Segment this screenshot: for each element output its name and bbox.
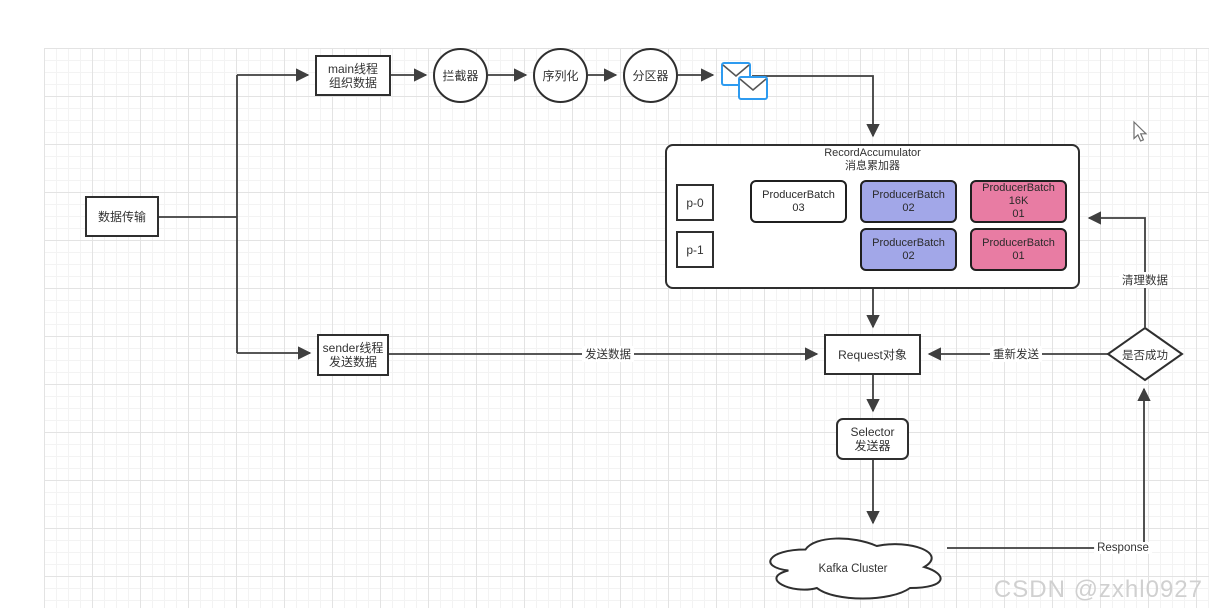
batch-01-line2: 01	[1012, 249, 1025, 262]
batch-02b-line2: 02	[902, 249, 915, 262]
edge-decision-clean-to-accumulator	[1087, 211, 1146, 327]
batch-02a-line1: ProducerBatch	[872, 188, 945, 201]
node-request-object-label: Request对象	[838, 347, 907, 362]
producer-batch-03: ProducerBatch 03	[750, 180, 847, 223]
node-main-thread: main线程 组织数据	[315, 55, 391, 96]
node-main-thread-line2: 组织数据	[328, 75, 377, 90]
node-sender-thread-line1: sender线程	[322, 341, 384, 355]
edge-messages-to-accumulator	[752, 75, 880, 138]
node-selector-line2: 发送器	[854, 439, 891, 453]
producer-batch-16k-01: ProducerBatch 16K 01	[970, 180, 1067, 223]
kafka-cluster-label: Kafka Cluster	[818, 563, 888, 575]
node-interceptor-label: 拦截器	[442, 68, 479, 83]
batch-16k-line2: 16K	[1008, 195, 1029, 207]
edge-source-branch	[159, 75, 238, 353]
producer-batch-01-row2: ProducerBatch 01	[970, 228, 1067, 271]
node-serializer: 序列化	[533, 48, 588, 103]
edge-cluster-response-to-decision	[947, 387, 1151, 549]
edge-label-clean-data: 清理数据	[1119, 272, 1171, 288]
node-data-transfer: 数据传输	[85, 196, 159, 237]
producer-batch-02-row1: ProducerBatch 02	[860, 180, 957, 223]
node-interceptor: 拦截器	[433, 48, 488, 103]
partition-p1: p-1	[676, 231, 714, 268]
record-accumulator-title-en: RecordAccumulator	[824, 147, 921, 159]
csdn-watermark: CSDN @zxhl0927	[993, 576, 1203, 603]
batch-03-line1: ProducerBatch	[762, 188, 835, 201]
decision-diamond-shape	[1106, 326, 1184, 382]
node-selector-line1: Selector	[850, 425, 895, 439]
kafka-cluster-cloud-shape	[769, 537, 942, 600]
mouse-cursor-icon	[1133, 120, 1148, 142]
batch-16k-line1: ProducerBatch	[982, 182, 1055, 194]
edge-label-response: Response	[1094, 542, 1152, 554]
node-data-transfer-label: 数据传输	[97, 209, 146, 224]
record-accumulator-title-zh: 消息累加器	[845, 160, 900, 172]
grid-background	[44, 48, 1209, 608]
node-partitioner: 分区器	[623, 48, 678, 103]
node-sender-thread: sender线程 发送数据	[317, 334, 389, 376]
record-accumulator-title: RecordAccumulator 消息累加器	[665, 147, 1080, 173]
node-sender-thread-line2: 发送数据	[328, 355, 377, 369]
decision-label: 是否成功	[1122, 350, 1168, 362]
node-selector: Selector 发送器	[836, 418, 909, 460]
batch-02b-line1: ProducerBatch	[872, 236, 945, 249]
producer-batch-02-row2: ProducerBatch 02	[860, 228, 957, 271]
partition-p1-label: p-1	[686, 242, 704, 257]
node-partitioner-label: 分区器	[632, 68, 669, 83]
message-envelope-icon-2	[738, 76, 768, 100]
edge-label-resend: 重新发送	[990, 346, 1042, 362]
node-main-thread-line1: main线程	[327, 61, 378, 76]
node-request-object: Request对象	[824, 334, 921, 375]
edge-label-send-data: 发送数据	[582, 346, 634, 362]
batch-03-line2: 03	[792, 201, 805, 214]
partition-p0: p-0	[676, 184, 714, 221]
node-serializer-label: 序列化	[542, 68, 579, 83]
batch-02a-line2: 02	[902, 201, 915, 214]
batch-16k-line3: 01	[1012, 208, 1025, 220]
partition-p0-label: p-0	[686, 195, 704, 210]
batch-01-line1: ProducerBatch	[982, 236, 1055, 249]
